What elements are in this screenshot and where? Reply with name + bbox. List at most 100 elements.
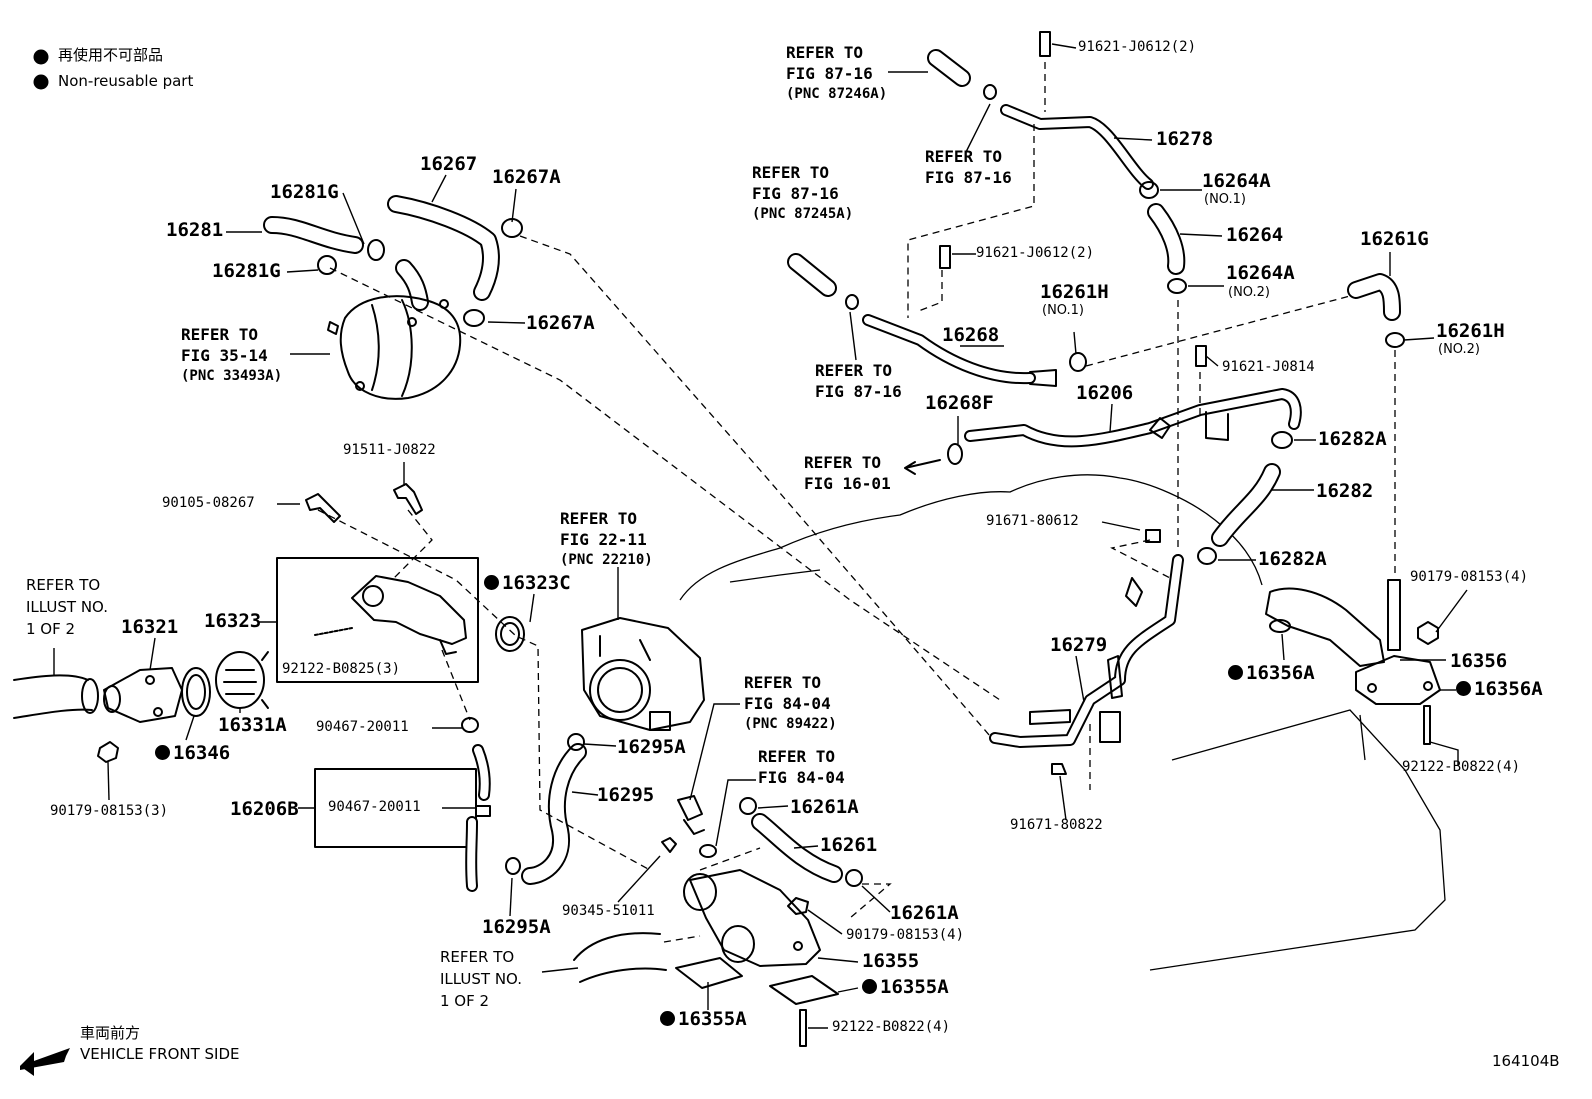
part-16267a: 16267A — [526, 312, 595, 334]
part-16268f: 16268F — [925, 392, 994, 414]
ref-line: FIG 35-14 — [181, 346, 268, 365]
ref-line: (PNC 87246A) — [786, 86, 888, 102]
water-inlet-16321 — [103, 667, 183, 723]
bolt-90179-4a — [787, 897, 809, 915]
hose-16295 — [521, 743, 587, 885]
pipe-16268 — [862, 314, 1057, 387]
nut-90179-4b — [1417, 621, 1439, 645]
part-16281: 16281 — [166, 219, 224, 241]
clamp-16261h-1 — [1069, 352, 1087, 372]
part-16267a: 16267A — [492, 166, 561, 188]
ref-line: REFER TO — [815, 361, 893, 380]
part-90467-20011: 90467-20011 — [328, 799, 421, 815]
hose-16261 — [751, 813, 843, 883]
part-16261a: 16261A — [790, 796, 859, 818]
pipe-16279 — [989, 554, 1184, 748]
legend-dot — [33, 74, 49, 90]
ref-line: REFER TO — [752, 163, 830, 182]
part-16279: 16279 — [1050, 634, 1108, 656]
ref-line: REFER TO — [440, 948, 515, 966]
part-92122-b0825: 92122-B0825(3) — [282, 661, 401, 677]
part-16264a-note: (NO.1) — [1204, 192, 1246, 207]
stud-92122-4a — [799, 1009, 807, 1047]
pipe-16278 — [1000, 104, 1154, 190]
clamp-16261a-lower — [845, 869, 863, 887]
clamp-16295a-lower — [505, 857, 521, 875]
part-16264a: 16264A — [1202, 170, 1271, 192]
clamp-16261h-2 — [1385, 332, 1405, 348]
ref-line: FIG 87-16 — [752, 184, 839, 203]
clamp-16295a-upper — [567, 733, 585, 751]
hose-16264 — [1147, 203, 1186, 275]
clamp-16264a-1 — [1139, 181, 1159, 199]
callout-box-16323 — [276, 557, 479, 683]
part-16267: 16267 — [420, 153, 478, 175]
part-16261h: 16261H — [1040, 281, 1109, 303]
part-16356: 16356 — [1450, 650, 1508, 672]
part-16282: 16282 — [1316, 480, 1374, 502]
part-16355: 16355 — [862, 950, 920, 972]
ref-fig-87-16-d: REFER TO FIG 87-16 — [815, 360, 902, 402]
hose-87246a — [927, 49, 971, 87]
part-16261a: 16261A — [890, 902, 959, 924]
ref-fig-84-04-a: REFER TO FIG 84-04 (PNC 89422) — [744, 672, 837, 735]
gasket-16355a-right — [769, 975, 839, 1005]
hose-16206b — [465, 744, 491, 892]
throttle-body — [581, 617, 705, 731]
part-16264: 16264 — [1226, 224, 1284, 246]
ref-fig-84-04-b: REFER TO FIG 84-04 — [758, 746, 845, 788]
leader-lines — [53, 43, 1468, 1029]
part-16261: 16261 — [820, 834, 878, 856]
part-91621-j0814: 91621-J0814 — [1222, 359, 1315, 375]
part-16264a: 16264A — [1226, 262, 1295, 284]
hose-16261g — [1347, 273, 1401, 321]
part-90345-51011: 90345-51011 — [562, 903, 655, 919]
bolt-91511 — [393, 483, 423, 515]
ref-line: REFER TO — [26, 576, 101, 594]
clamp-90467-a — [461, 717, 479, 733]
ref-line: 1 OF 2 — [440, 992, 490, 1010]
bolt-90179-3 — [97, 741, 119, 763]
pipe-16206 — [964, 388, 1302, 448]
part-16282a: 16282A — [1258, 548, 1327, 570]
legend-jp: 再使用不可部品 — [58, 46, 164, 64]
ref-line: REFER TO — [925, 147, 1003, 166]
ref-fig-87-16-b: REFER TO FIG 87-16 — [925, 146, 1012, 188]
bolt-90105 — [305, 493, 341, 523]
sensor — [677, 795, 705, 835]
water-outlet-16355 — [683, 869, 821, 967]
ref-line: (PNC 33493A) — [181, 368, 283, 384]
oil-cooler-body — [327, 295, 462, 400]
part-91671-80822: 91671-80822 — [1010, 817, 1103, 833]
o-ring-16268f — [947, 443, 963, 465]
part-16261g: 16261G — [1360, 228, 1429, 250]
part-90467-20011: 90467-20011 — [316, 719, 409, 735]
clamp-16282a-upper — [1271, 431, 1293, 449]
part-16346: 16346 — [155, 744, 230, 763]
clamp-16267a-upper — [501, 218, 523, 238]
ref-illust-top: REFER TO ILLUST NO. 1 OF 2 — [26, 574, 108, 640]
ref-line: REFER TO — [758, 747, 836, 766]
ref-fig-22-11: REFER TO FIG 22-11 (PNC 22210) — [560, 508, 653, 571]
part-16268: 16268 — [942, 324, 1000, 346]
clamp-16282a-lower — [1197, 547, 1217, 565]
front-arrow-head-icon — [20, 1052, 34, 1076]
ref-fig-16-01: REFER TO FIG 16-01 — [804, 452, 891, 494]
part-92122-b0822-4: 92122-B0822(4) — [832, 1019, 951, 1035]
legend-en: Non-reusable part — [58, 72, 194, 90]
part-16281g: 16281G — [270, 181, 339, 203]
ref-line: (PNC 89422) — [744, 716, 837, 732]
part-90179-08153-3: 90179-08153(3) — [50, 803, 169, 819]
part-16295: 16295 — [597, 784, 655, 806]
bolt-91671-a — [1145, 529, 1161, 543]
arrow-to-fig-16-01 — [904, 459, 941, 475]
o-ring-16323c — [495, 616, 525, 652]
ref-line: REFER TO — [181, 325, 259, 344]
bolt-91621-b — [939, 245, 951, 269]
hose-16267 — [387, 195, 500, 301]
clip-b — [845, 294, 859, 310]
hose-16282 — [1211, 463, 1281, 547]
ref-fig-87-16-a: REFER TO FIG 87-16 (PNC 87246A) — [786, 42, 887, 105]
gasket-16355a-left — [675, 957, 743, 989]
